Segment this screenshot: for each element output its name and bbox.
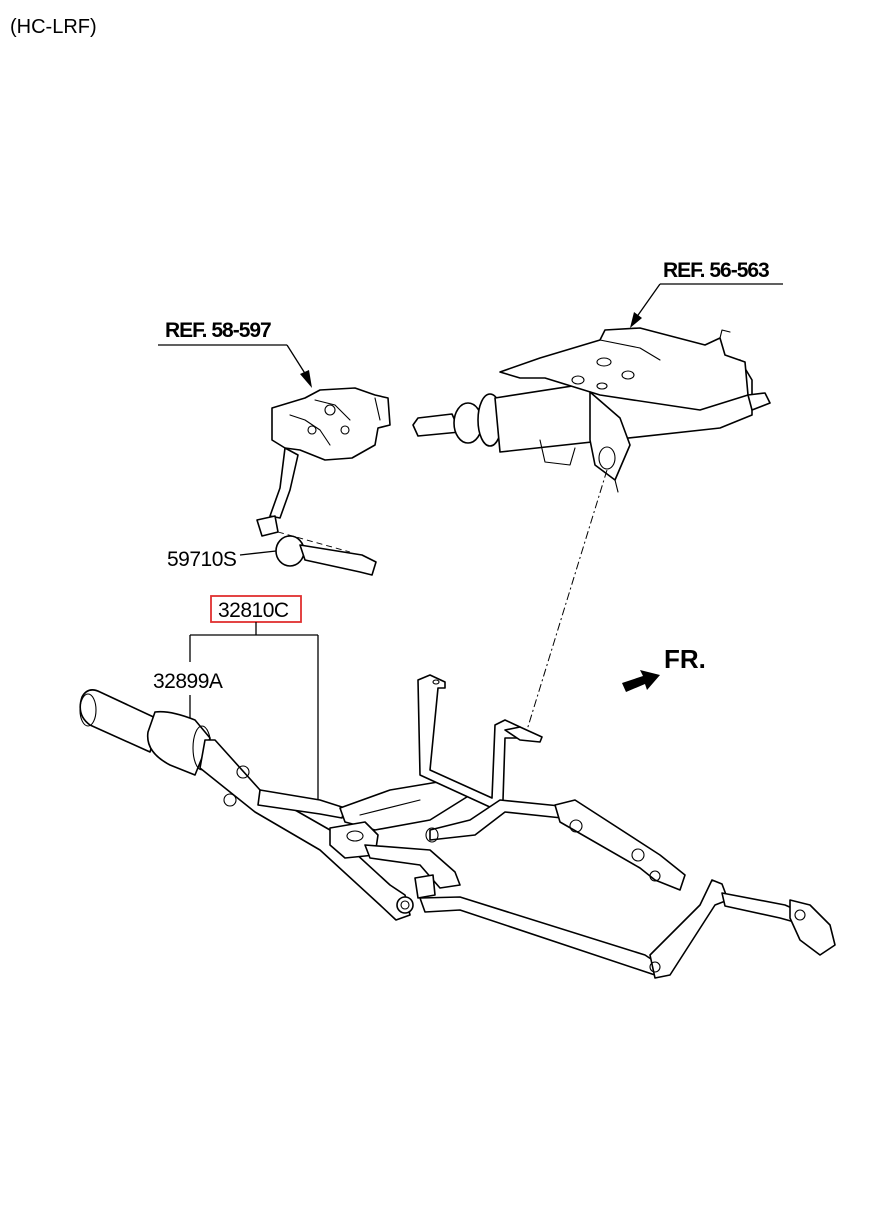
part-knob-label: 59710S — [167, 548, 237, 571]
model-code-header: (HC-LRF) — [10, 16, 97, 38]
part-assembly-label: 32810C — [218, 599, 289, 622]
ref-column-arrow — [630, 312, 642, 328]
ref-column-label: REF. 56-563 — [663, 259, 769, 282]
ref-column-leader — [635, 283, 661, 319]
ref-pedal-label: REF. 58-597 — [165, 319, 271, 342]
part-sub-label: 32899A — [153, 670, 223, 693]
front-direction-arrow — [622, 670, 660, 692]
shift-linkage-drawing — [79, 674, 836, 979]
ref-pedal-arrow — [300, 370, 312, 388]
column-connector-line — [526, 469, 608, 731]
pedal-bracket-drawing — [256, 387, 391, 576]
front-direction-label: FR. — [664, 644, 706, 674]
steering-column-drawing — [412, 327, 771, 493]
ref-pedal-leader — [286, 344, 307, 376]
part-knob-leader — [239, 550, 277, 556]
